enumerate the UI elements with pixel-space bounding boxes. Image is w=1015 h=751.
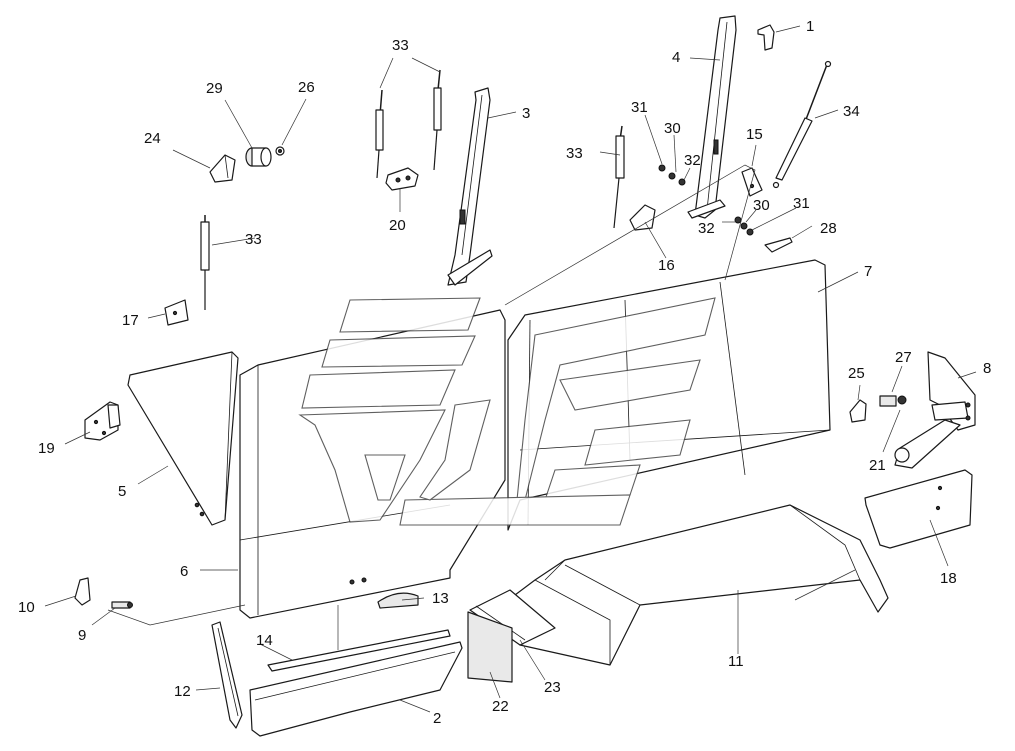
part-10-latch bbox=[74, 577, 91, 606]
part-4-post bbox=[687, 15, 737, 219]
callout-12: 12 bbox=[174, 683, 191, 700]
part-8-hinge-assembly bbox=[894, 351, 976, 469]
callout-labels: 1 2 3 4 5 6 7 8 9 10 11 12 13 14 15 16 1… bbox=[18, 18, 991, 727]
callout-28: 28 bbox=[820, 220, 837, 237]
part-20-bracket bbox=[385, 167, 419, 191]
callout-13: 13 bbox=[432, 590, 449, 607]
part-25-bracket bbox=[849, 399, 867, 423]
callout-24: 24 bbox=[144, 130, 161, 147]
part-12-post bbox=[211, 621, 243, 729]
part-24-bracket bbox=[209, 154, 236, 183]
callout-3: 3 bbox=[522, 105, 530, 122]
callout-31-lower: 31 bbox=[793, 195, 810, 212]
part-27-spacer bbox=[879, 395, 907, 407]
callout-29: 29 bbox=[206, 80, 223, 97]
callout-10: 10 bbox=[18, 599, 35, 616]
callout-6: 6 bbox=[180, 563, 188, 580]
callout-11: 11 bbox=[728, 653, 744, 670]
part-33-gas-strut-left bbox=[200, 215, 210, 310]
callout-25: 25 bbox=[848, 365, 865, 382]
callout-15: 15 bbox=[746, 126, 763, 143]
callout-31-upper: 31 bbox=[631, 99, 648, 116]
part-19-bracket bbox=[84, 401, 121, 441]
callout-5: 5 bbox=[118, 483, 126, 500]
part-11-cover bbox=[494, 504, 889, 666]
part-18-panel bbox=[864, 469, 973, 549]
part-14-strip bbox=[267, 629, 451, 672]
callout-32-lower: 32 bbox=[698, 220, 715, 237]
callout-30-upper: 30 bbox=[664, 120, 681, 137]
callout-7: 7 bbox=[864, 263, 872, 280]
part-3-post bbox=[447, 87, 493, 286]
callout-20: 20 bbox=[389, 217, 406, 234]
part-34-gas-strut bbox=[772, 60, 832, 189]
part-33-gas-strut-mid bbox=[613, 125, 625, 229]
leader-lines bbox=[44, 25, 977, 713]
callout-8: 8 bbox=[983, 360, 991, 377]
callout-33-top: 33 bbox=[392, 37, 409, 54]
callout-9: 9 bbox=[78, 627, 86, 644]
callout-26: 26 bbox=[298, 79, 315, 96]
part-22-panel bbox=[467, 611, 513, 683]
assembly-lines bbox=[107, 164, 856, 650]
watermark-logo bbox=[298, 297, 716, 526]
callout-30-lower: 30 bbox=[753, 197, 770, 214]
callout-22: 22 bbox=[492, 698, 509, 715]
callout-18: 18 bbox=[940, 570, 957, 587]
part-1-hinge bbox=[757, 24, 775, 51]
part-13-lamp bbox=[377, 592, 419, 609]
callout-14: 14 bbox=[256, 632, 273, 649]
part-29-rubber-block bbox=[245, 147, 272, 167]
part-26-nut bbox=[275, 146, 285, 156]
callout-27: 27 bbox=[895, 349, 912, 366]
part-28-pin bbox=[764, 237, 793, 253]
callout-32-upper: 32 bbox=[684, 152, 701, 169]
callout-21: 21 bbox=[869, 457, 886, 474]
part-30-32-washers bbox=[658, 164, 754, 236]
part-2-panel bbox=[249, 641, 463, 737]
part-16-bracket bbox=[629, 204, 656, 231]
callout-33-left: 33 bbox=[245, 231, 262, 248]
callout-33-mid: 33 bbox=[566, 145, 583, 162]
callout-2: 2 bbox=[433, 710, 441, 727]
callout-4: 4 bbox=[672, 49, 680, 66]
callout-23: 23 bbox=[544, 679, 561, 696]
callout-16: 16 bbox=[658, 257, 675, 274]
callout-17: 17 bbox=[122, 312, 139, 329]
callout-34: 34 bbox=[843, 103, 860, 120]
callout-19: 19 bbox=[38, 440, 55, 457]
callout-1: 1 bbox=[806, 18, 814, 35]
part-33-gas-strut-pair bbox=[375, 69, 442, 179]
part-5-panel bbox=[127, 351, 239, 526]
part-9-latch bbox=[111, 601, 133, 609]
part-17-bracket bbox=[164, 299, 189, 326]
